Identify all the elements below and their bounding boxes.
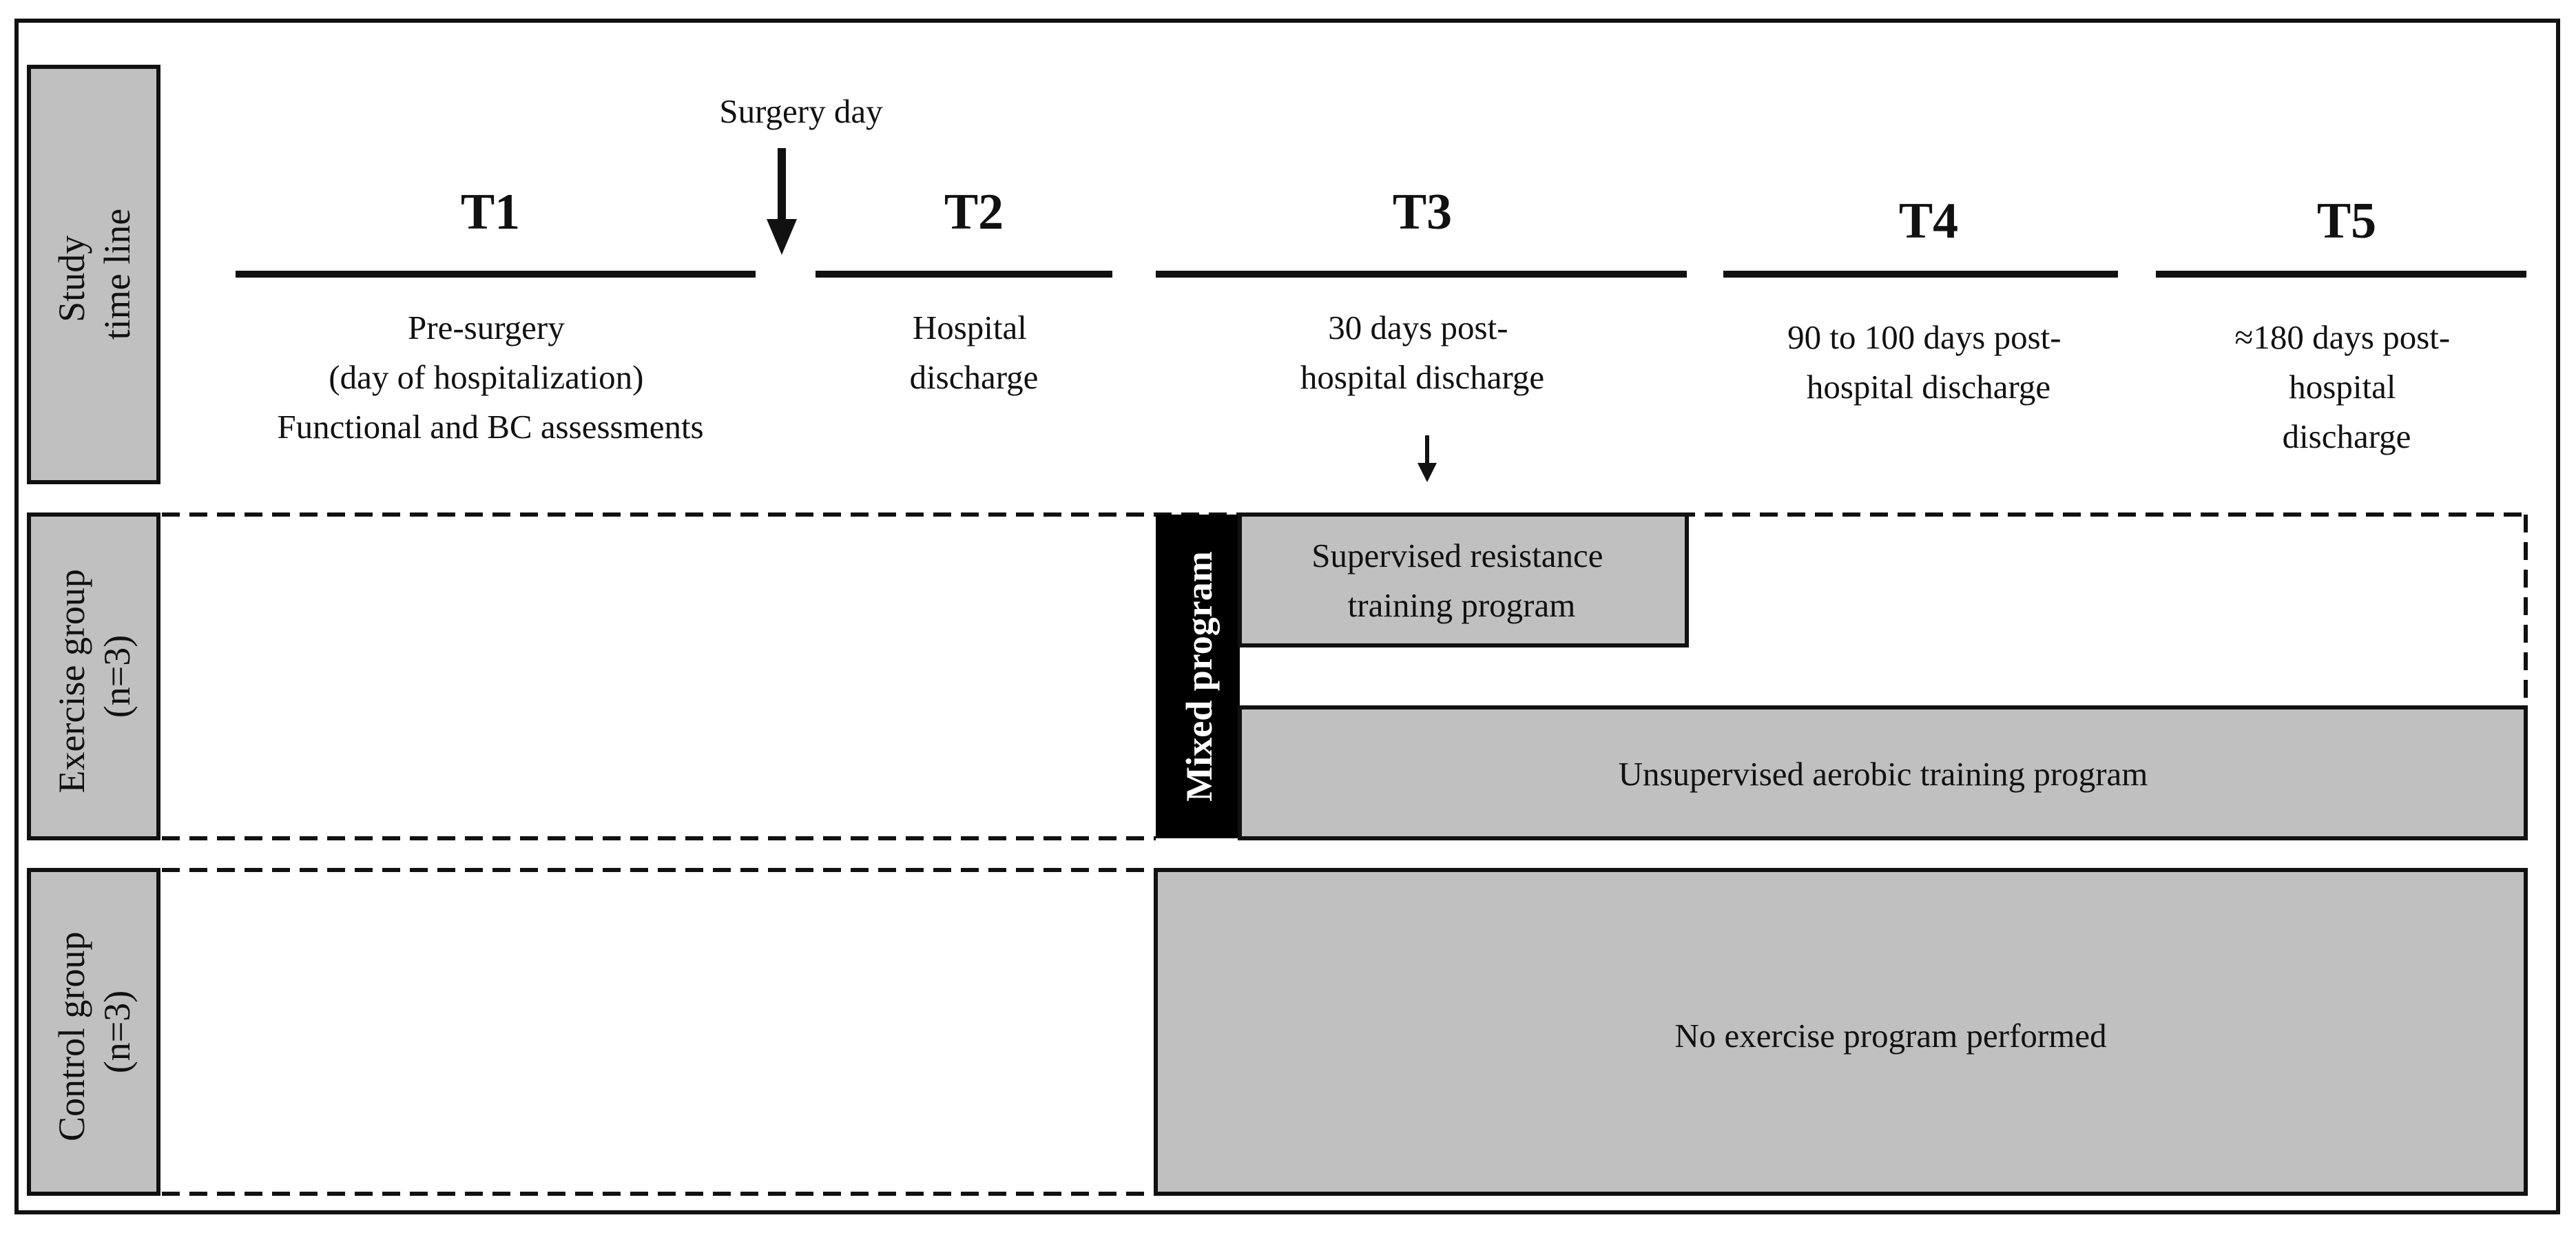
timepoint-t4-description: 90 to 100 days post- hospital discharge: [1787, 318, 2070, 406]
timepoint-t5-description: ≈180 days post- hospital discharge: [2235, 318, 2459, 455]
timepoint-t2-description: Hospital discharge: [910, 309, 1039, 396]
timepoint-t3-label: T3: [1393, 184, 1452, 240]
supervised-resistance-box: [1238, 512, 1689, 647]
no-exercise-box: [1154, 868, 2528, 1196]
no-exercise-label: No exercise program performed: [1674, 1017, 2106, 1055]
timeline-row-label: Study time line: [51, 209, 138, 340]
timepoint-t4-label: T4: [1899, 193, 1958, 249]
supervised-resistance-label: Supervised resistance training program: [1311, 537, 1611, 624]
mixed-program-label: Mixed program: [1178, 551, 1220, 801]
control-group-dashed-border: [162, 868, 1156, 1196]
outer-frame: [14, 19, 2560, 1214]
unsupervised-aerobic-label: Unsupervised aerobic training program: [1619, 755, 2148, 793]
timepoint-t5-label: T5: [2317, 193, 2376, 249]
timepoint-t1-label: T1: [461, 184, 520, 240]
exercise-group-label-box: [27, 512, 160, 840]
surgery-arrow-icon: [767, 148, 797, 255]
control-group-label-box: [27, 868, 160, 1196]
t3-start-arrow-icon: [1417, 435, 1437, 482]
mixed-program-bar: [1156, 515, 1240, 838]
exercise-group-label: Exercise group (n=3): [51, 560, 138, 794]
control-group-label: Control group (n=3): [51, 922, 138, 1141]
exercise-group-dashed-border: [162, 512, 2528, 840]
surgery-day-label: Surgery day: [719, 92, 883, 130]
timepoint-t3-description: 30 days post- hospital discharge: [1300, 309, 1544, 396]
unsupervised-aerobic-box: [1238, 705, 2528, 840]
timeline-row-label-box: [27, 65, 160, 484]
timepoint-t2-label: T2: [944, 184, 1004, 240]
timepoint-t1-description: Pre-surgery (day of hospitalization) Fun…: [277, 309, 703, 446]
